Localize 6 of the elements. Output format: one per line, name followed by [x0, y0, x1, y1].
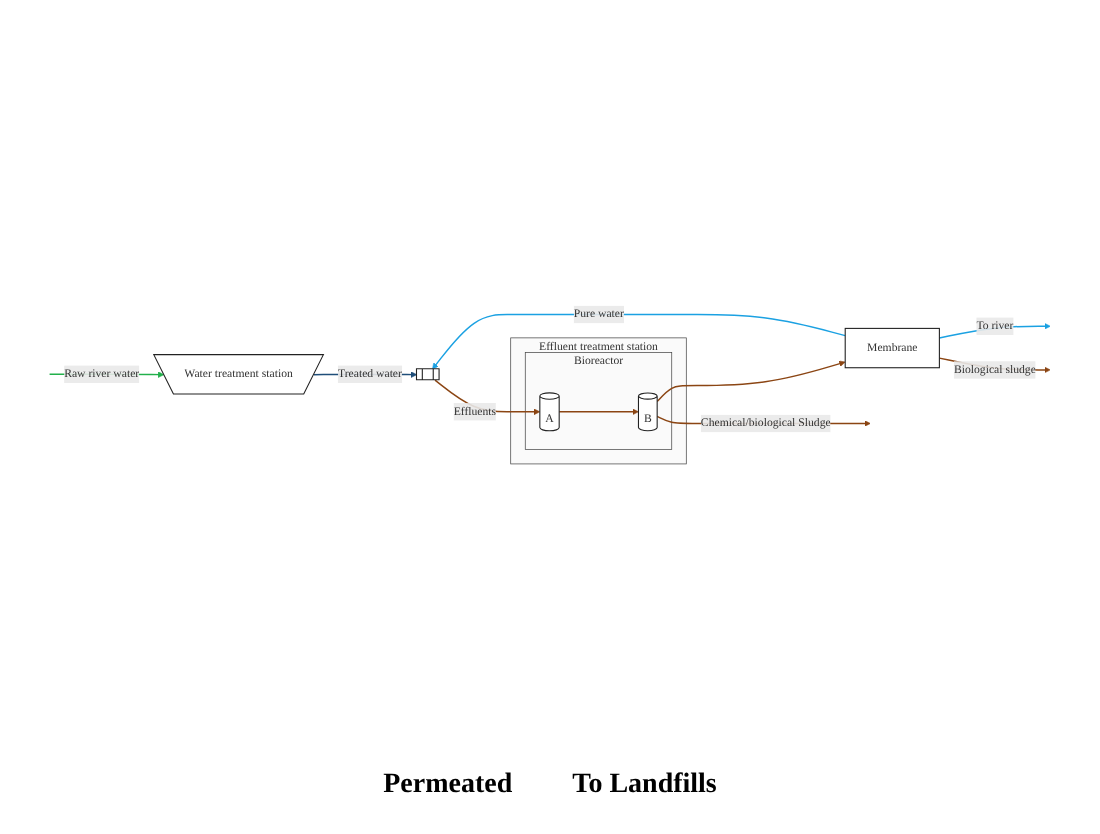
arrow	[558, 408, 639, 416]
arrow	[432, 313, 846, 370]
note-label: To Landfills	[572, 770, 717, 802]
note-label: Permeated	[383, 770, 513, 802]
node-building	[415, 368, 440, 381]
arrow	[656, 360, 846, 403]
